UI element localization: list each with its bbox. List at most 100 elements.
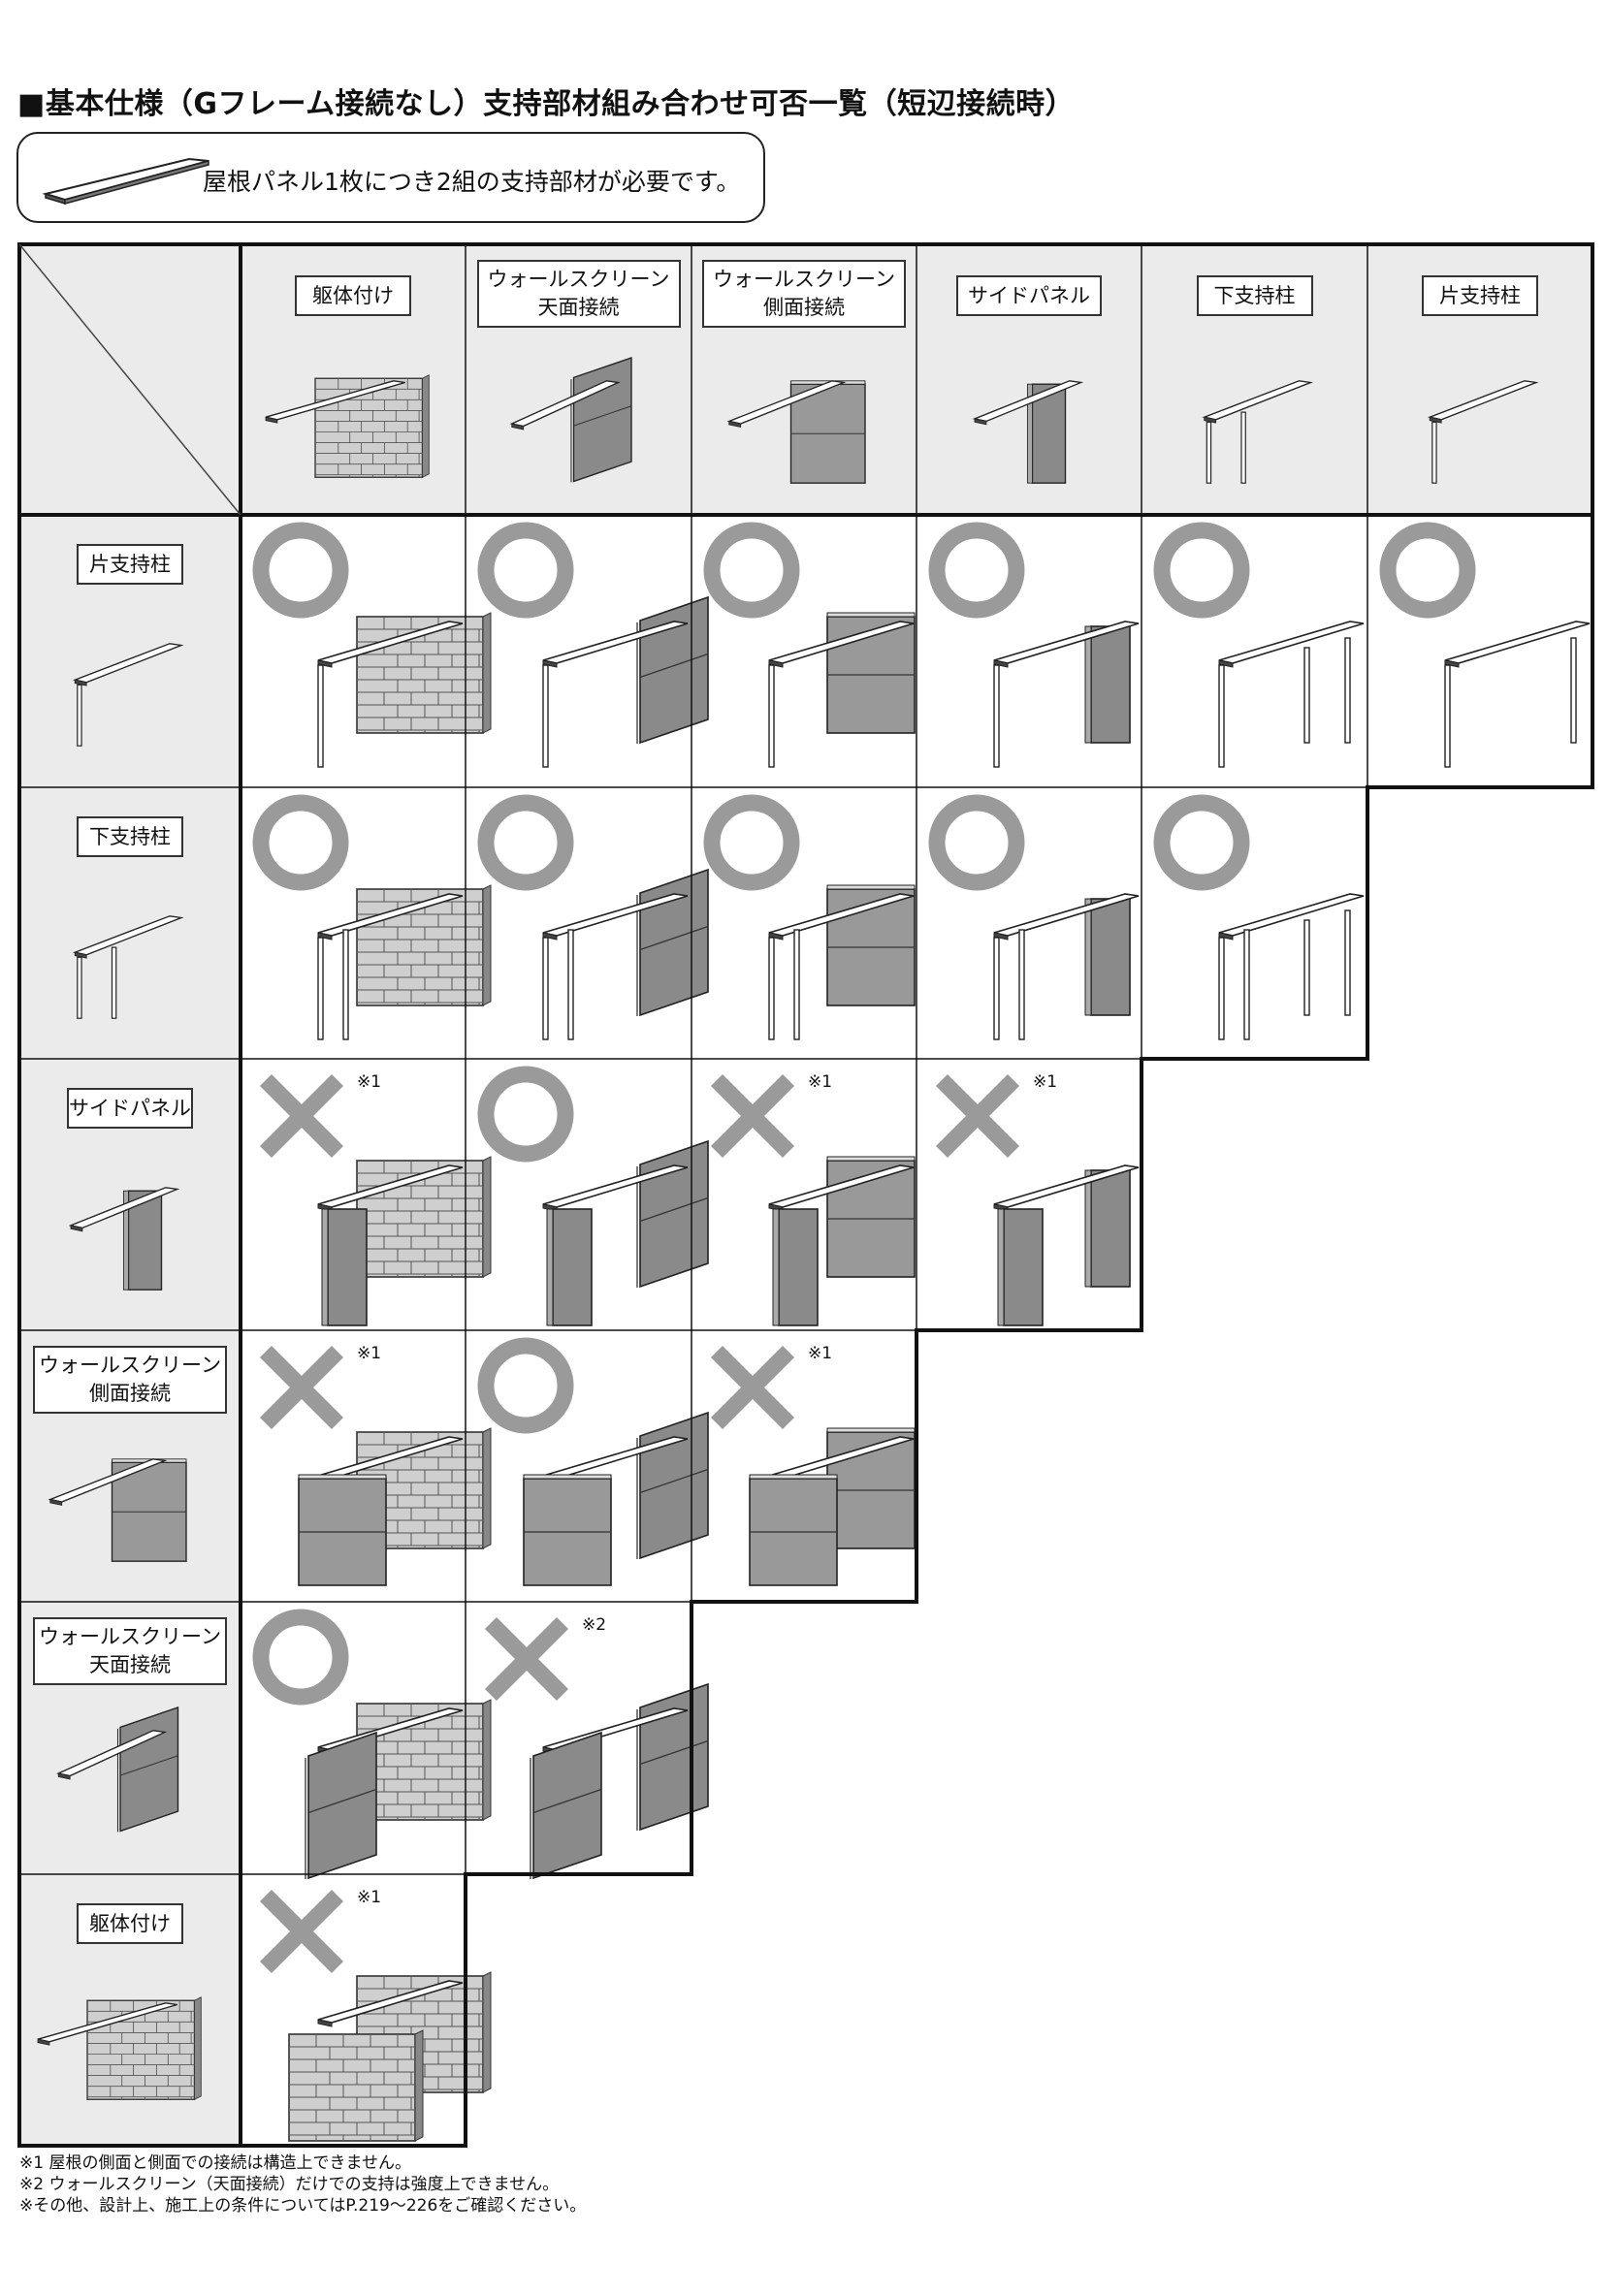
ng-cross-icon <box>484 1616 569 1702</box>
row-header-sublabel: 天面接続 <box>89 1653 171 1676</box>
roof-panel-note: 屋根パネル1枚につき2組の支持部材が必要です。 <box>16 132 765 223</box>
footnote-2: ※2 ウォールスクリーン（天面接続）だけでの支持は強度上できません。 <box>19 2175 560 2194</box>
cell-shita-wst <box>477 794 709 1040</box>
column-header-label: 下支持柱 <box>1213 283 1296 307</box>
cell-note: ※1 <box>808 1344 833 1363</box>
ok-circle-icon <box>1153 794 1250 891</box>
column-icon-sp <box>972 380 1084 484</box>
column-icon-kata <box>1427 380 1539 484</box>
cell-shita-sp <box>928 794 1140 1040</box>
row-icon-wst <box>56 1706 179 1833</box>
column-header-label: ウォールスクリーン <box>713 268 895 291</box>
column-header-wst: ウォールスクリーン天面接続 <box>476 260 681 328</box>
row-header-label: 下支持柱 <box>89 824 171 848</box>
row-header-label: サイドパネル <box>69 1096 191 1120</box>
ok-circle-icon <box>928 522 1025 619</box>
cell-note: ※2 <box>582 1615 607 1635</box>
cell-sp-wst <box>477 1066 709 1326</box>
cell-shita-shita <box>1153 794 1365 1040</box>
ok-circle-icon <box>703 522 800 619</box>
cell-shita-kutai <box>252 794 492 1040</box>
ok-circle-icon <box>252 794 349 891</box>
ok-circle-icon <box>252 1609 349 1706</box>
row-header-label: ウォールスクリーン <box>39 1354 221 1377</box>
cell-wst-wst <box>484 1616 709 1880</box>
ng-cross-icon <box>710 1345 795 1430</box>
ok-circle-icon <box>1153 522 1250 619</box>
row-header-wst: ウォールスクリーン天面接続 <box>33 1617 227 1685</box>
row-header-shita: 下支持柱 <box>77 816 183 857</box>
cell-kata-kutai <box>252 522 492 768</box>
row-header-kutai: 躯体付け <box>77 1903 183 1944</box>
column-icon-shita <box>1202 380 1314 484</box>
cell-sp-sp <box>935 1073 1140 1326</box>
cell-wst-kutai <box>252 1609 492 1880</box>
ok-circle-icon <box>928 794 1025 891</box>
ng-cross-icon <box>935 1073 1020 1159</box>
cell-shita-wss <box>703 794 916 1040</box>
ok-circle-icon <box>477 522 574 619</box>
column-header-wss: ウォールスクリーン側面接続 <box>702 260 906 328</box>
row-icon-kata <box>72 643 184 747</box>
row-header-sublabel: 側面接続 <box>89 1382 171 1405</box>
row-header-label: 躯体付け <box>89 1911 171 1935</box>
ok-circle-icon <box>477 794 574 891</box>
column-icon-wss <box>726 380 866 484</box>
cell-wss-wst <box>477 1337 709 1586</box>
footnote-1: ※1 屋根の側面と側面での接続は構造上できません。 <box>19 2153 411 2173</box>
cell-wss-kutai <box>259 1345 492 1586</box>
ok-circle-icon <box>1379 522 1476 619</box>
column-icon-wst <box>509 357 632 483</box>
ok-circle-icon <box>252 522 349 619</box>
ok-circle-icon <box>703 794 800 891</box>
note-text: 屋根パネル1枚につき2組の支持部材が必要です。 <box>203 168 741 196</box>
grid-outline <box>17 242 1594 2148</box>
footnotes: ※1 屋根の側面と側面での接続は構造上できません。 ※2 ウォールスクリーン（天… <box>19 2152 586 2216</box>
cell-sp-kutai <box>259 1073 492 1326</box>
row-header-kata: 片支持柱 <box>77 544 183 585</box>
row-icon-kutai <box>37 1996 202 2100</box>
column-header-label: サイドパネル <box>968 283 1090 307</box>
row-icon-sp <box>68 1187 180 1291</box>
column-header-sp: サイドパネル <box>956 275 1102 316</box>
ok-circle-icon <box>477 1066 574 1163</box>
cell-note: ※1 <box>808 1072 833 1092</box>
corner-diagonal <box>18 243 241 516</box>
column-header-label: 躯体付け <box>312 283 394 307</box>
roof-panel-icon <box>42 157 209 206</box>
cell-note: ※1 <box>1033 1072 1058 1092</box>
column-header-label: ウォールスクリーン <box>487 268 670 291</box>
column-header-sublabel: 側面接続 <box>763 296 845 319</box>
ng-cross-icon <box>710 1073 795 1159</box>
cell-kata-kata <box>1379 522 1591 768</box>
page-title: ■基本仕様（Gフレーム接続なし）支持部材組み合わせ可否一覧（短辺接続時） <box>17 87 1076 121</box>
column-header-sublabel: 天面接続 <box>537 296 620 319</box>
ng-cross-icon <box>259 1073 344 1159</box>
row-header-label: ウォールスクリーン <box>39 1625 221 1648</box>
cell-kata-wst <box>477 522 709 768</box>
row-header-sp: サイドパネル <box>67 1088 193 1129</box>
cell-kata-sp <box>928 522 1140 768</box>
column-icon-kutai <box>265 374 430 478</box>
row-header-label: 片支持柱 <box>89 552 171 576</box>
cell-note: ※1 <box>357 1344 382 1363</box>
cell-note: ※1 <box>357 1072 382 1092</box>
ng-cross-icon <box>259 1345 344 1430</box>
cell-note: ※1 <box>357 1888 382 1907</box>
row-header-wss: ウォールスクリーン側面接続 <box>33 1346 227 1414</box>
column-header-kutai: 躯体付け <box>295 275 411 316</box>
cell-kata-wss <box>703 522 916 768</box>
column-header-shita: 下支持柱 <box>1196 275 1313 316</box>
row-icon-wss <box>48 1458 187 1562</box>
column-header-label: 片支持柱 <box>1439 283 1521 307</box>
cell-sp-wss <box>710 1073 916 1326</box>
ng-cross-icon <box>259 1889 344 1974</box>
column-header-kata: 片支持柱 <box>1422 275 1538 316</box>
row-icon-shita <box>72 915 184 1019</box>
cell-wss-wss <box>710 1345 916 1586</box>
footnote-3: ※その他、設計上、施工上の条件についてはP.219～226をご確認ください。 <box>19 2196 587 2216</box>
ok-circle-icon <box>477 1337 574 1434</box>
cell-kata-shita <box>1153 522 1365 768</box>
cell-kutai-kutai <box>259 1889 492 2142</box>
